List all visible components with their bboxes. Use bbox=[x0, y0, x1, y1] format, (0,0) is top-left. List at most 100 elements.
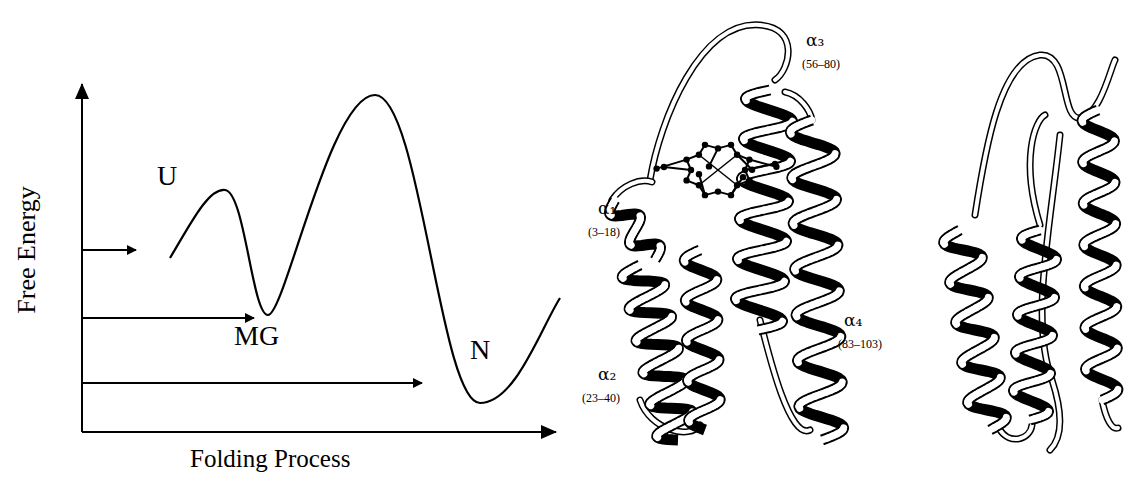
atom bbox=[688, 167, 694, 173]
helix-face bbox=[1081, 286, 1089, 288]
helix-face bbox=[794, 361, 802, 363]
atom bbox=[683, 156, 689, 162]
helix-face bbox=[1014, 315, 1022, 317]
bond bbox=[699, 155, 737, 186]
atom bbox=[749, 167, 755, 173]
helix-face bbox=[1080, 203, 1088, 205]
state-label: MG bbox=[234, 322, 279, 350]
helix-face bbox=[1012, 353, 1020, 355]
helix-ribbon bbox=[790, 120, 843, 440]
residue-range: (56–80) bbox=[802, 58, 840, 70]
helix-face bbox=[685, 420, 693, 422]
atom bbox=[742, 167, 748, 173]
helix-face bbox=[1030, 419, 1035, 420]
helix-face bbox=[1082, 328, 1090, 330]
helix-ribbon bbox=[1014, 230, 1057, 420]
helix-face bbox=[791, 269, 799, 271]
helix-label: α₄ bbox=[844, 312, 862, 329]
helix-face bbox=[793, 315, 801, 317]
helix-face bbox=[990, 428, 994, 430]
atom bbox=[734, 182, 740, 188]
helix-face bbox=[1102, 398, 1106, 400]
state-label: N bbox=[470, 336, 490, 364]
helix-face bbox=[787, 132, 795, 134]
helix-face bbox=[1010, 391, 1018, 393]
bond bbox=[664, 167, 691, 170]
helix-label: α₁ bbox=[598, 200, 616, 217]
atom bbox=[702, 192, 708, 198]
helix-face bbox=[684, 380, 692, 382]
atom bbox=[683, 177, 689, 183]
helix-face bbox=[626, 309, 634, 310]
helix-face bbox=[734, 259, 742, 261]
helix-face bbox=[795, 406, 803, 408]
atom bbox=[706, 163, 712, 169]
helix-face bbox=[732, 299, 740, 301]
helix-ribbon bbox=[1082, 110, 1118, 400]
helix-ribbon bbox=[622, 265, 692, 440]
atom bbox=[728, 192, 734, 198]
axis-label: Free Energy bbox=[14, 186, 40, 313]
helix-face bbox=[1079, 121, 1087, 123]
helix-face bbox=[1016, 277, 1024, 279]
helix-face bbox=[940, 243, 948, 245]
atom bbox=[653, 165, 659, 171]
helix-face bbox=[1082, 369, 1090, 371]
helix-face bbox=[822, 438, 828, 440]
atom bbox=[773, 164, 779, 170]
atom bbox=[728, 142, 734, 148]
atom bbox=[715, 145, 721, 151]
helix-ribbon bbox=[944, 230, 1007, 430]
helix-ribbon bbox=[684, 250, 720, 430]
helix-face bbox=[1080, 245, 1088, 247]
helix-face bbox=[946, 283, 954, 285]
helix-face bbox=[1018, 239, 1026, 241]
atom bbox=[740, 174, 746, 180]
residue-range: (23–40) bbox=[582, 392, 620, 404]
helix-face bbox=[681, 260, 689, 262]
atom bbox=[661, 164, 667, 170]
atom bbox=[702, 142, 708, 148]
helix-face bbox=[1079, 162, 1087, 164]
protein-ribbon bbox=[944, 55, 1118, 450]
helix-label: α₃ bbox=[806, 32, 824, 49]
bond bbox=[699, 155, 737, 186]
helix-label: α₂ bbox=[598, 366, 616, 383]
loop-ribbon bbox=[650, 25, 788, 180]
helix-face bbox=[788, 178, 796, 180]
bond bbox=[731, 177, 743, 195]
helix-face bbox=[952, 323, 960, 325]
state-label: U bbox=[157, 162, 177, 190]
atom bbox=[746, 156, 752, 162]
helix-face bbox=[758, 329, 764, 330]
helix-face bbox=[646, 404, 654, 405]
y-axis bbox=[81, 84, 83, 432]
level-arrow bbox=[82, 249, 136, 251]
helix-face bbox=[655, 257, 657, 260]
helix-face bbox=[683, 340, 691, 342]
helix-face bbox=[639, 373, 647, 374]
helix-face bbox=[653, 436, 661, 437]
residue-range: (3–18) bbox=[588, 226, 620, 238]
state-label: Folding Process bbox=[190, 446, 350, 471]
x-axis bbox=[82, 431, 556, 433]
energy-curve bbox=[170, 95, 560, 403]
helix-face bbox=[964, 403, 972, 405]
atom bbox=[696, 182, 702, 188]
loop-ribbon bbox=[1030, 115, 1045, 225]
helix-face bbox=[742, 99, 750, 101]
helix-face bbox=[740, 139, 748, 141]
atom bbox=[734, 152, 740, 158]
helix-face bbox=[736, 219, 744, 221]
level-arrow bbox=[82, 382, 422, 384]
loop-ribbon bbox=[1030, 115, 1045, 225]
residue-range: (83–103) bbox=[838, 338, 882, 350]
helix-face bbox=[790, 224, 798, 226]
atom bbox=[696, 171, 702, 177]
helix-face bbox=[682, 300, 690, 302]
atom bbox=[715, 188, 721, 194]
loop-ribbon bbox=[650, 25, 788, 180]
heme-group bbox=[653, 142, 779, 199]
atom bbox=[746, 177, 752, 183]
helix-ribbon bbox=[736, 90, 793, 330]
